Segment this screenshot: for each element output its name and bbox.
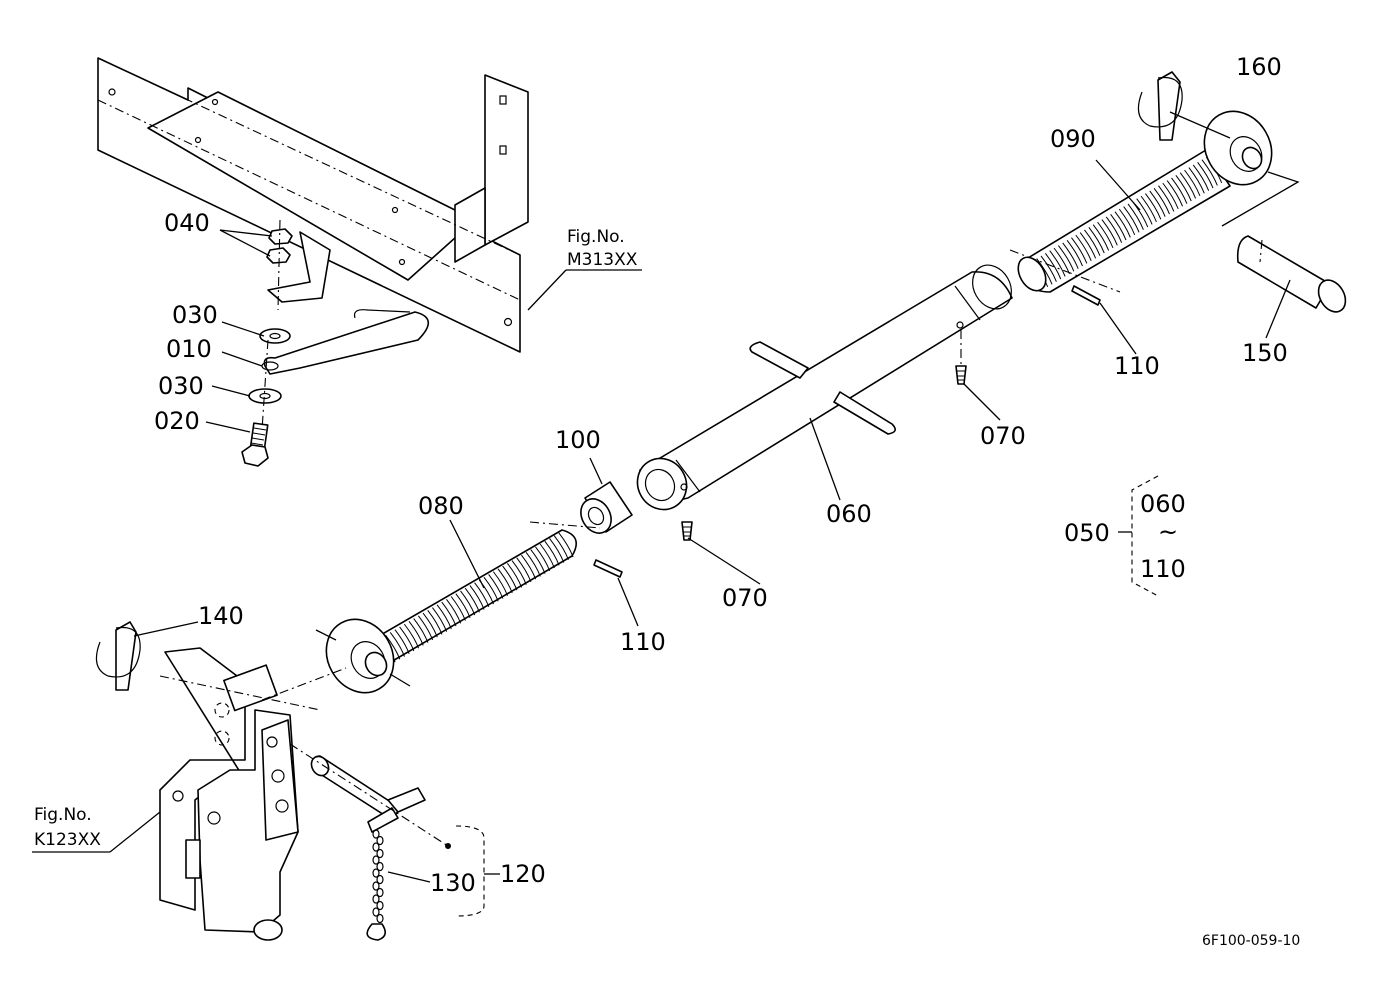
label-030-upper: 030 — [172, 301, 218, 329]
threaded-rod-090 — [1017, 149, 1231, 293]
chain-130 — [366, 829, 386, 941]
label-080: 080 — [418, 492, 464, 520]
label-range-sep: ~ — [1158, 518, 1178, 546]
label-090: 090 — [1050, 125, 1096, 153]
leader-lines — [133, 159, 1291, 883]
label-150: 150 — [1242, 339, 1288, 367]
label-050: 050 — [1064, 519, 1110, 547]
label-070-right: 070 — [980, 422, 1026, 450]
label-010: 010 — [166, 335, 212, 363]
pin-120 — [289, 743, 451, 849]
spring-pin-110-left — [593, 559, 623, 578]
nut-040 — [266, 219, 293, 311]
label-range-to: 110 — [1140, 555, 1186, 583]
lock-nut-100 — [580, 481, 633, 534]
fig-ref-lower-line2: K123XX — [34, 830, 101, 850]
label-030-lower: 030 — [158, 372, 204, 400]
group-bracket-050 — [1118, 475, 1159, 597]
label-020: 020 — [154, 407, 200, 435]
label-060: 060 — [826, 500, 872, 528]
washer-030-upper — [259, 328, 291, 344]
grease-nipple-070-left — [681, 521, 693, 541]
label-110-right: 110 — [1114, 352, 1160, 380]
label-100: 100 — [555, 426, 601, 454]
label-130: 130 — [430, 869, 476, 897]
lynch-pin-140 — [95, 621, 141, 691]
label-070-left: 070 — [722, 584, 768, 612]
lynch-pin-160 — [1137, 71, 1231, 141]
handle-bar — [749, 341, 896, 435]
main-tube-060 — [636, 264, 1013, 511]
fig-ref-lower: Fig.No. K123XX — [32, 805, 161, 853]
drawing-code: 6F100-059-10 — [1202, 933, 1300, 949]
label-140: 140 — [198, 602, 244, 630]
spring-pin-110-right — [1071, 285, 1101, 306]
group-bracket-120 — [455, 825, 500, 917]
clip-010 — [261, 309, 430, 375]
lower-hitch-bracket — [159, 647, 299, 941]
label-040: 040 — [164, 209, 210, 237]
label-110-left: 110 — [620, 628, 666, 656]
pin-150 — [1221, 171, 1347, 313]
threaded-rod-080 — [371, 521, 601, 667]
label-120: 120 — [500, 860, 546, 888]
part-labels: 040 030 010 030 020 100 080 110 070 060 … — [154, 53, 1288, 897]
upper-mounting-bracket — [97, 57, 529, 353]
fig-ref-upper: Fig.No. M313XX — [527, 227, 642, 311]
label-160: 160 — [1236, 53, 1282, 81]
label-range-from: 060 — [1140, 490, 1186, 518]
grease-nipple-070-right — [955, 330, 967, 385]
ball-joint-end-right — [1203, 110, 1273, 186]
fig-ref-upper-line2: M313XX — [567, 250, 638, 270]
fig-ref-upper-line1: Fig.No. — [567, 227, 625, 247]
bolt-020 — [241, 339, 269, 467]
fig-ref-lower-line1: Fig.No. — [34, 805, 92, 825]
ball-joint-end-left — [315, 618, 411, 694]
